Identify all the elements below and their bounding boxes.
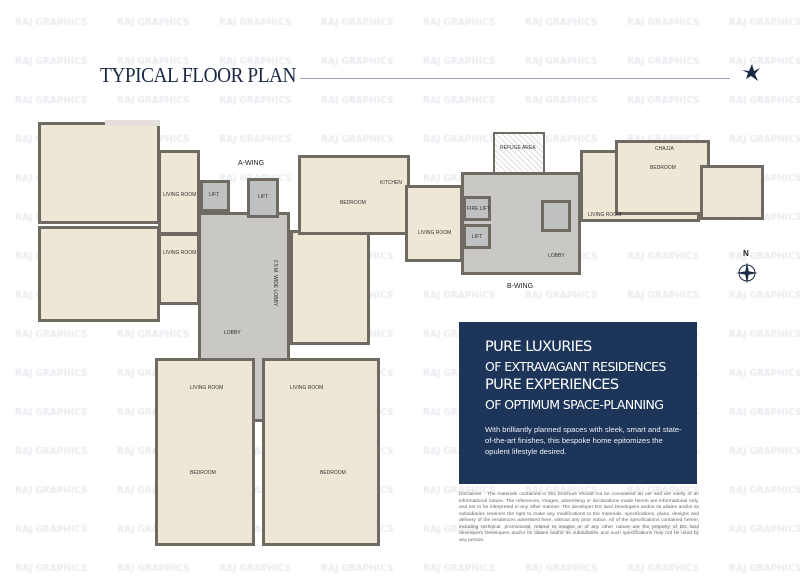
living-room-label: LIVING ROOM [190,385,224,391]
panel-body: With brilliantly planned spaces with sle… [485,425,682,456]
bedroom-label: BEDROOM [190,470,216,476]
panel-heading-3: PURE EXPERIENCES [485,377,619,393]
title-divider [300,78,730,79]
bird-icon [742,64,760,81]
disclaimer: Disclaimer : The materials contained in … [459,492,699,543]
living-room-label: LIVING ROOM [163,250,197,256]
kitchen-label: KITCHEN [380,180,402,186]
b-wing-label: B-WING [507,283,534,290]
bedroom-label: BEDROOM [320,470,346,476]
chajja [105,120,160,126]
lift-label: LIFT [209,192,220,198]
lift-label: LIFT [258,194,269,200]
panel-heading-4: OF OPTIMUM SPACE-PLANNING [485,397,664,412]
refuge-area-label: REFUGE AREA [500,145,536,151]
unit-a2 [38,226,160,322]
chajja-label: CHAJJA [655,146,674,152]
unit-a5 [290,230,370,345]
living-room-label: LIVING ROOM [163,192,197,198]
bedroom-label: BEDROOM [340,200,366,206]
lift-b2 [541,200,571,232]
living-room-label: LIVING ROOM [418,230,452,236]
unit-a2-living [158,233,200,305]
feature-panel: PURE LUXURIES OF EXTRAVAGANT RESIDENCES … [459,322,697,484]
bedroom-label: BEDROOM [650,165,676,171]
lift-label: LIFT [472,234,483,240]
living-room-label: LIVING ROOM [588,212,622,218]
lobby-label: LOBBY [224,330,241,336]
unit-b4 [700,165,764,220]
unit-b1 [298,155,410,235]
panel-heading-2: OF EXTRAVAGANT RESIDENCES [485,359,666,374]
fire-lift-label: FIRE LIFT [467,206,491,212]
a-wing-label: A-WING [238,160,265,167]
panel-heading-1: PURE LUXURIES [485,339,592,355]
living-room-label: LIVING ROOM [290,385,324,391]
compass-north-label: N [743,249,749,258]
wide-lobby-label: 2.5 M. WIDE LOBBY [272,259,279,307]
page-title: TYPICAL FLOOR PLAN [100,63,297,87]
lobby-label: LOBBY [548,253,565,259]
unit-b1-living [405,185,463,262]
compass-icon [736,262,758,284]
unit-a1 [38,122,160,224]
